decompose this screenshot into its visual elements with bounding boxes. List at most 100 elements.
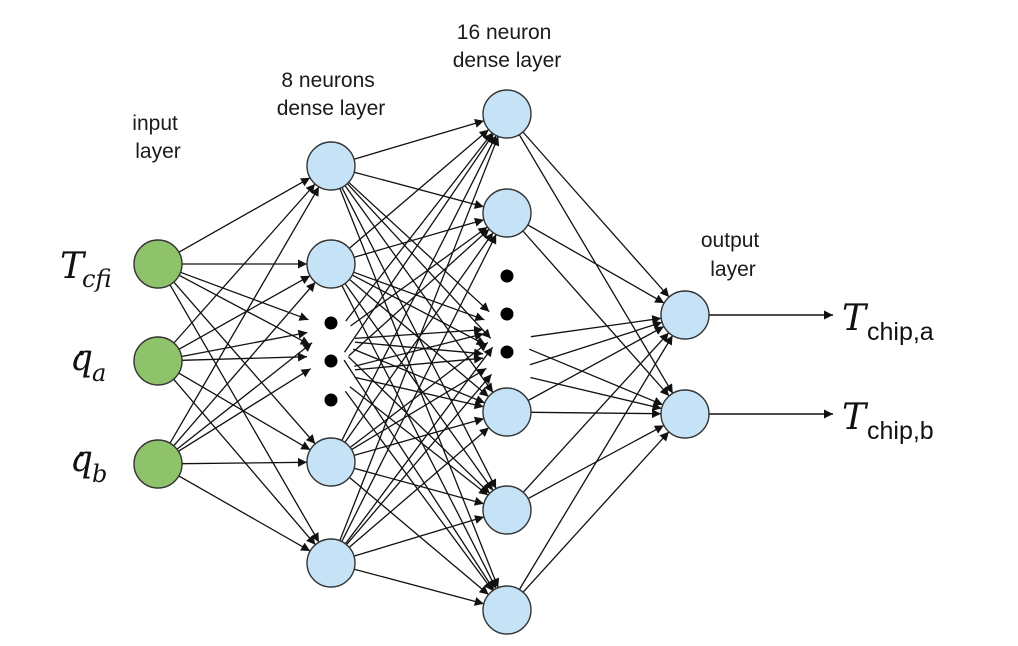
input-neuron-3	[133, 439, 183, 489]
connection-arrow	[353, 217, 485, 258]
output-label-t-chip-a: T chip,a	[842, 298, 934, 346]
connection-arrow	[173, 281, 316, 447]
connection-arrow	[347, 356, 491, 494]
connection-arrow	[345, 132, 493, 322]
derivative-dot-icon: .	[77, 332, 86, 362]
connection-arrow	[348, 427, 490, 548]
connection-arrow	[178, 475, 311, 552]
neuron-nodes	[133, 89, 710, 635]
connection-arrow	[339, 136, 500, 541]
connection-arrow	[178, 368, 311, 452]
dense1-neuron-2	[306, 239, 356, 289]
output-neuron-1	[660, 290, 710, 340]
connection-arrow	[181, 329, 308, 358]
dense2-neuron-5	[482, 585, 532, 635]
connection-arrow	[348, 228, 490, 357]
input-label-subscript: a	[92, 359, 106, 387]
ellipsis-dot	[324, 354, 338, 368]
dense-layer-1-title: 8 neurons dense layer	[277, 69, 386, 120]
connection-arrow	[344, 390, 494, 592]
dense2-neuron-4	[482, 485, 532, 535]
output-layer-title: output layer	[701, 229, 765, 281]
connection-arrow	[354, 568, 484, 606]
dense-layer-2-title: 16 neuron dense layer	[453, 21, 562, 72]
connection-arrow	[354, 354, 484, 371]
connection-arrow	[528, 348, 664, 406]
connection-arrow	[529, 320, 663, 366]
input-label-symbol: T	[60, 246, 87, 287]
input-neuron-1	[133, 239, 183, 289]
dense-layer-1-title-line-2: dense layer	[277, 97, 386, 120]
input-label-subscript: cfi	[82, 265, 111, 293]
connection-arrow	[351, 274, 487, 346]
connection-arrow	[349, 386, 489, 496]
connection-arrow	[176, 342, 313, 450]
output-label-symbol: T	[842, 298, 869, 339]
connection-arrow	[530, 315, 662, 338]
connection-arrow	[352, 348, 486, 404]
input-label-symbol: q	[70, 338, 93, 379]
connection-arrow	[530, 376, 662, 411]
connection-arrow	[354, 325, 484, 340]
derivative-dot-icon: .	[77, 433, 86, 463]
connection-arrow	[351, 367, 487, 451]
connection-arrow	[527, 325, 665, 402]
ellipsis-dot	[500, 307, 514, 321]
dense1-neuron-4	[306, 538, 356, 588]
input-layer-title: input layer	[132, 112, 183, 163]
connection-arrow	[522, 230, 670, 397]
connection-arrow	[348, 129, 490, 249]
connection-arrow	[173, 378, 316, 546]
input-layer-title-line-2: layer	[135, 140, 181, 163]
connection-arrow	[522, 332, 670, 493]
connection-arrow	[341, 135, 497, 441]
output-neuron-2	[660, 389, 710, 439]
dense-layer-2-title-line-1: 16 neuron	[457, 21, 552, 44]
connection-edges	[169, 119, 674, 606]
ellipsis-dot	[500, 269, 514, 283]
connection-arrow	[344, 346, 494, 545]
connection-arrow	[173, 281, 316, 445]
dense-layer-2-title-line-2: dense layer	[453, 49, 562, 72]
connection-arrow	[354, 376, 484, 410]
output-layer-title-line-2: layer	[710, 258, 756, 281]
connection-arrow	[173, 183, 316, 344]
input-layer-title-line-1: input	[132, 112, 178, 135]
dense2-neuron-1	[482, 89, 532, 139]
dense-layer-1-ellipsis	[324, 316, 338, 407]
connection-arrow	[354, 341, 484, 358]
connection-arrow	[178, 177, 311, 253]
output-label-subscript: chip,b	[867, 417, 934, 445]
input-neuron-2	[133, 336, 183, 386]
connection-arrow	[181, 457, 308, 467]
connection-arrow	[180, 271, 309, 321]
connection-arrow	[178, 275, 311, 350]
connection-arrow	[341, 234, 497, 542]
connection-arrow	[178, 372, 311, 451]
connection-arrow	[518, 335, 674, 590]
connection-arrow	[346, 183, 492, 339]
ellipsis-dot	[324, 393, 338, 407]
dense2-neuron-3	[482, 387, 532, 437]
connection-arrow	[181, 352, 308, 362]
dense-layer-2-ellipsis	[500, 269, 514, 359]
connection-arrow	[353, 271, 485, 321]
output-arrows	[709, 310, 833, 419]
connection-arrow	[178, 274, 311, 346]
input-label-q-dot-b: . q b	[70, 433, 107, 488]
connection-arrow	[169, 186, 320, 444]
connection-arrow	[348, 181, 490, 313]
connection-arrow	[343, 133, 495, 353]
dense1-neuron-1	[306, 141, 356, 191]
connection-arrow	[353, 515, 485, 557]
input-label-q-dot-a: . q a	[70, 332, 106, 387]
input-label-symbol: q	[70, 439, 93, 480]
input-label-subscript: b	[92, 460, 107, 488]
output-label-symbol: T	[842, 397, 869, 438]
dense1-neuron-3	[306, 437, 356, 487]
ellipsis-dot	[500, 345, 514, 359]
output-layer-title-line-1: output	[701, 229, 760, 252]
connection-arrow	[354, 331, 484, 367]
